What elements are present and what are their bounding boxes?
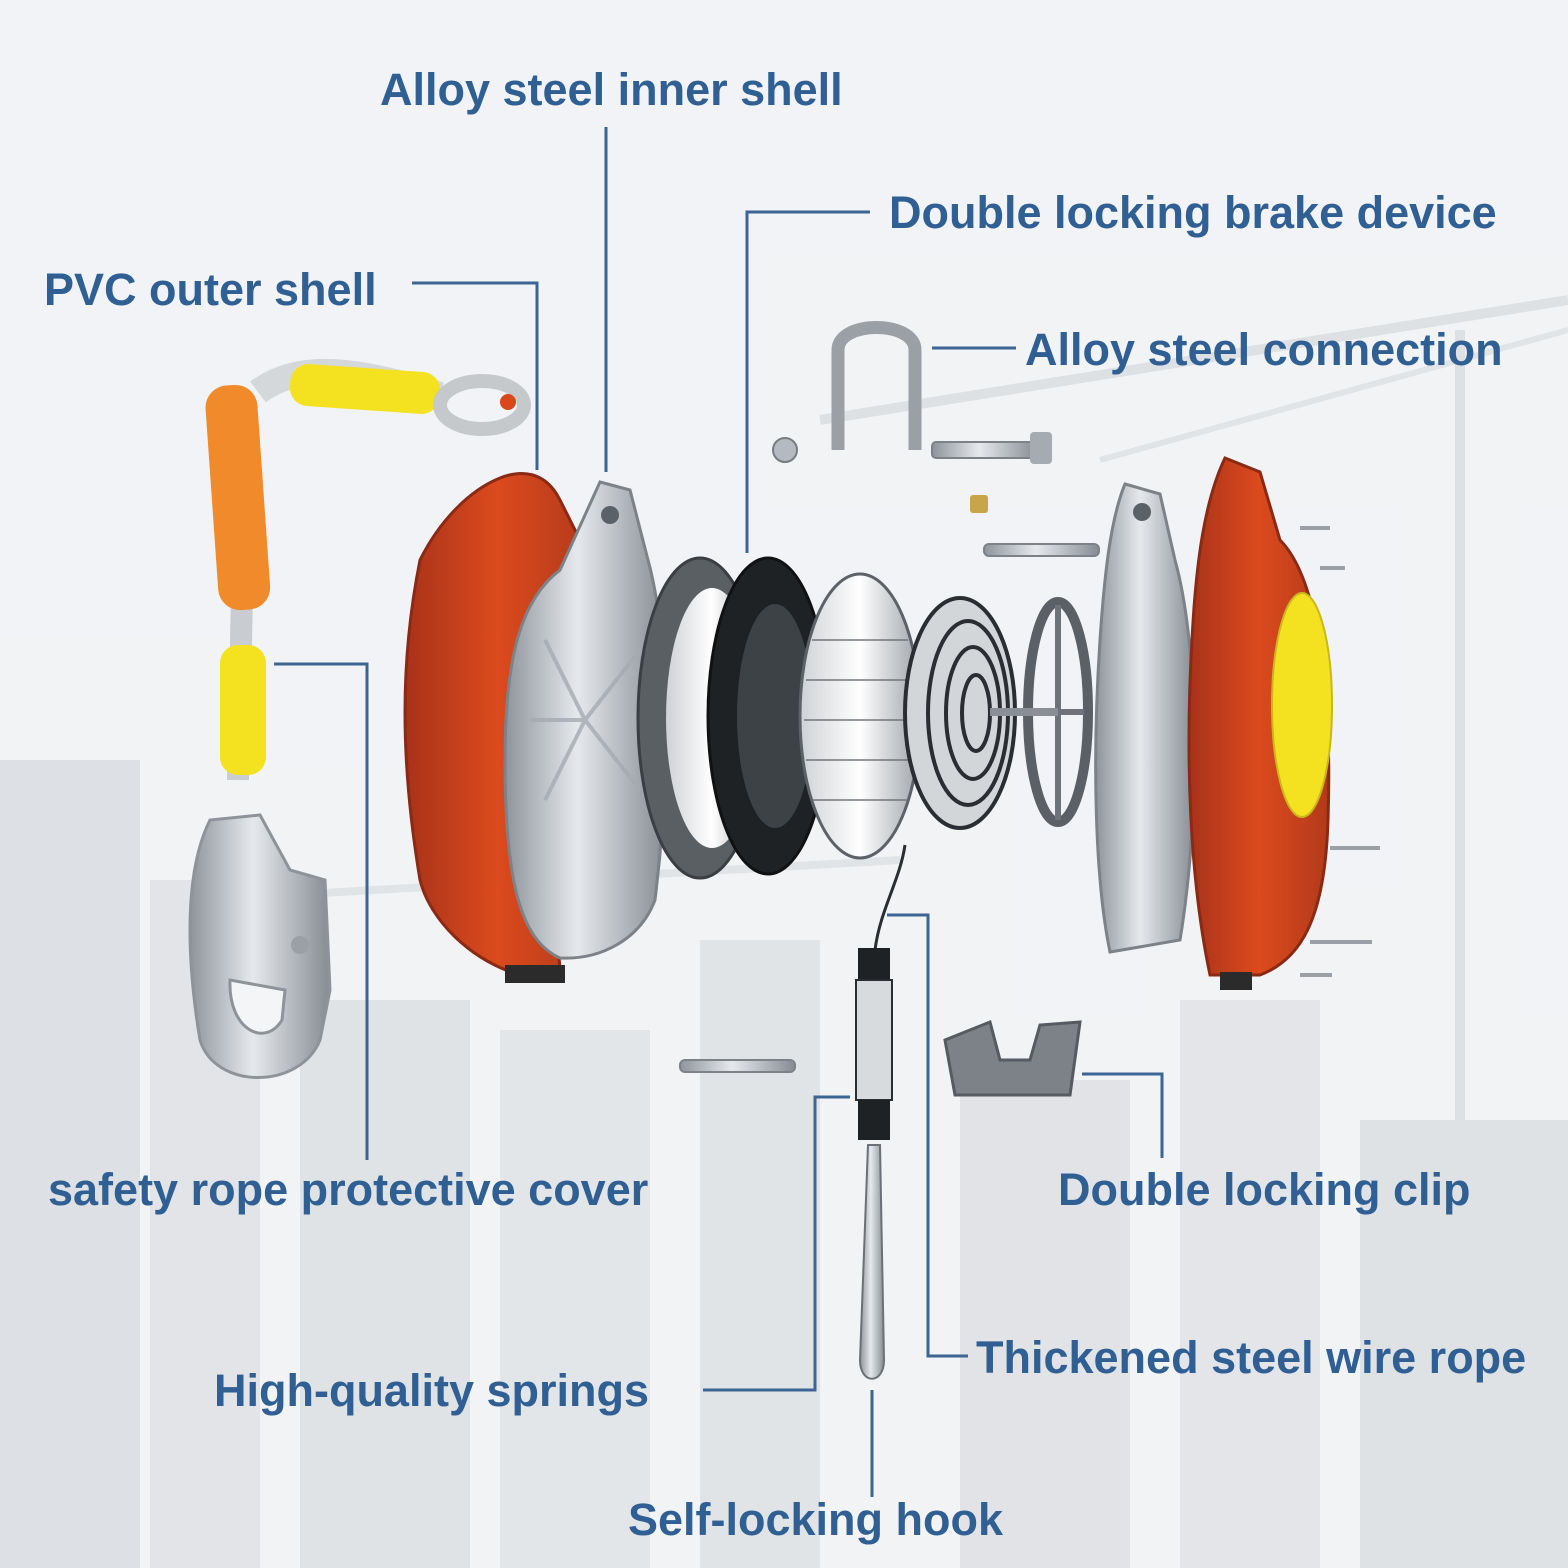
label-rope-cover: safety rope protective cover: [48, 1164, 648, 1215]
leader-pvc-shell: [412, 281, 539, 470]
leader-clip: [1082, 1072, 1164, 1158]
label-pvc-outer-shell: PVC outer shell: [44, 264, 377, 315]
swivel-hook: [858, 1144, 886, 1380]
label-double-locking-brake: Double locking brake device: [889, 187, 1497, 238]
spoke-wheel: [990, 597, 1093, 827]
label-self-locking-hook: Self-locking hook: [628, 1494, 1004, 1545]
label-alloy-connection: Alloy steel connection: [1025, 324, 1503, 375]
label-double-locking-clip: Double locking clip: [1058, 1164, 1471, 1215]
leader-wire-rope: [887, 913, 968, 1358]
bolt: [931, 432, 1052, 464]
snap-hook: [188, 813, 332, 1079]
leader-springs: [703, 1095, 850, 1392]
lanyard: [205, 358, 531, 781]
ratchet-gear: [706, 556, 830, 876]
wire-rope: [873, 844, 907, 951]
label-springs: High-quality springs: [214, 1365, 649, 1416]
double-locking-clip: [943, 1019, 1082, 1097]
rope-drum: [798, 572, 922, 860]
rear-outer-shell: [1187, 456, 1380, 990]
label-alloy-inner-shell: Alloy steel inner shell: [380, 64, 843, 115]
leader-lines: [274, 127, 1164, 1497]
label-steel-wire-rope: Thickened steel wire rope: [976, 1332, 1526, 1383]
pin: [679, 495, 1100, 1073]
leader-brake: [745, 210, 870, 553]
spiral-spring: [903, 596, 1017, 830]
spring-sleeve: [855, 948, 893, 1140]
leader-rope-cover: [274, 662, 369, 1160]
nut: [772, 437, 798, 463]
shackle: [831, 321, 922, 450]
